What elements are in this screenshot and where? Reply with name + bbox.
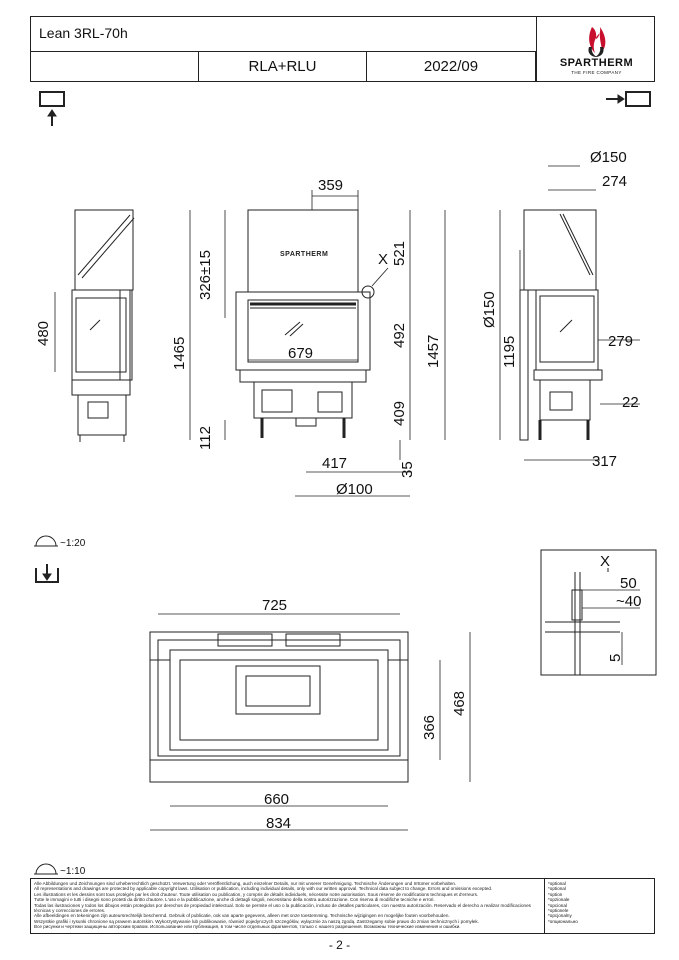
brand-name: SPARTHERM <box>559 57 634 69</box>
dim-1195: 1195 <box>501 336 518 368</box>
option-label: *опционально <box>548 918 578 924</box>
dim-317: 317 <box>592 453 617 470</box>
detail-x-panel <box>540 549 657 676</box>
dim-1457: 1457 <box>425 335 442 368</box>
flame-icon <box>588 27 606 57</box>
dim-40: ~40 <box>616 593 641 610</box>
scale-label-1: ~1:20 <box>60 538 86 549</box>
front-view-icon <box>39 91 65 126</box>
dim-279: 279 <box>608 333 633 350</box>
legal-line: Все рисунки и чертежи защищены авторским… <box>34 924 461 930</box>
dim-834: 834 <box>266 815 291 832</box>
plan-view <box>149 631 409 783</box>
dim-492: 492 <box>391 323 408 348</box>
legal-line: Alle Abbildungen und Zeichnungen sind ur… <box>34 881 457 886</box>
title-block: Lean 3RL-70h RLA+RLU 2022/09 SPARTHERM T… <box>30 16 655 82</box>
model-name: Lean 3RL-70h <box>39 25 128 41</box>
option-label: *opzionale <box>548 897 570 903</box>
dim-150a: Ø150 <box>590 149 627 166</box>
detail-x-label: X <box>600 553 610 570</box>
spartherm-logo: SPARTHERM THE FIRE COMPANY <box>536 17 656 82</box>
legal-line: Alle afbeeldingen en tekeningen zijn aut… <box>34 913 450 919</box>
legal-line: Les illustrations et les dessins sont to… <box>34 891 479 897</box>
dim-1465: 1465 <box>171 337 188 370</box>
options-column: *optional *optional *option *opzionale *… <box>544 879 654 933</box>
option-label: *opcional <box>548 902 567 908</box>
option-label: *opcjonalny <box>548 913 572 919</box>
variant-cell: RLA+RLU <box>199 51 367 82</box>
legal-footer: Alle Abbildungen und Zeichnungen sind ur… <box>30 878 655 934</box>
dim-366: 366 <box>421 715 438 740</box>
dim-409: 409 <box>391 401 408 426</box>
dim-150b: Ø150 <box>481 291 498 328</box>
scale-icon-2 <box>34 863 58 875</box>
legal-text: Alle Abbildungen und Zeichnungen sind ur… <box>34 881 542 930</box>
front-view <box>235 209 375 438</box>
side-view-icon <box>606 91 651 107</box>
dim-326: 326±15 <box>197 250 214 300</box>
legal-line: All representations and drawings are pro… <box>34 886 493 892</box>
plan-view-icon <box>35 564 59 583</box>
page-number: - 2 - <box>328 938 351 952</box>
dim-112: 112 <box>197 426 214 450</box>
left-side-view <box>71 209 135 442</box>
right-side-view <box>519 209 603 441</box>
dim-22: 22 <box>622 394 639 411</box>
dim-35: 35 <box>399 461 416 478</box>
empty-cell <box>31 51 199 82</box>
dim-725: 725 <box>262 597 287 614</box>
option-label: *option <box>548 891 563 897</box>
option-label: *optional <box>548 881 566 886</box>
brand-tagline: THE FIRE COMPANY <box>571 70 622 75</box>
callout-x: X <box>378 251 388 268</box>
date-cell: 2022/09 <box>367 51 536 82</box>
dim-660: 660 <box>264 791 289 808</box>
option-label: *optionele <box>548 908 569 914</box>
dim-480: 480 <box>35 321 52 346</box>
dim-359: 359 <box>318 177 343 194</box>
scale-icon-1 <box>34 535 58 547</box>
dim-100: Ø100 <box>336 481 373 498</box>
legal-line: Tutte le immagini e tutti i disegni sono… <box>34 897 435 903</box>
door-brand-label: SPARTHERM <box>280 251 328 258</box>
dim-417: 417 <box>322 455 347 472</box>
dim-50: 50 <box>620 575 637 592</box>
legal-line: Todas las ilustraciones y todos los dibu… <box>34 902 531 914</box>
dim-679: 679 <box>288 345 313 362</box>
scale-label-2: ~1:10 <box>60 866 86 877</box>
dim-274: 274 <box>602 173 627 190</box>
option-label: *optional <box>548 886 566 892</box>
dim-521: 521 <box>391 241 408 266</box>
dim-5: 5 <box>607 654 624 662</box>
dim-468: 468 <box>451 691 468 716</box>
legal-line: Wszystkie grafiki i rysunki chronione są… <box>34 918 479 924</box>
title-row: Lean 3RL-70h <box>31 17 536 52</box>
